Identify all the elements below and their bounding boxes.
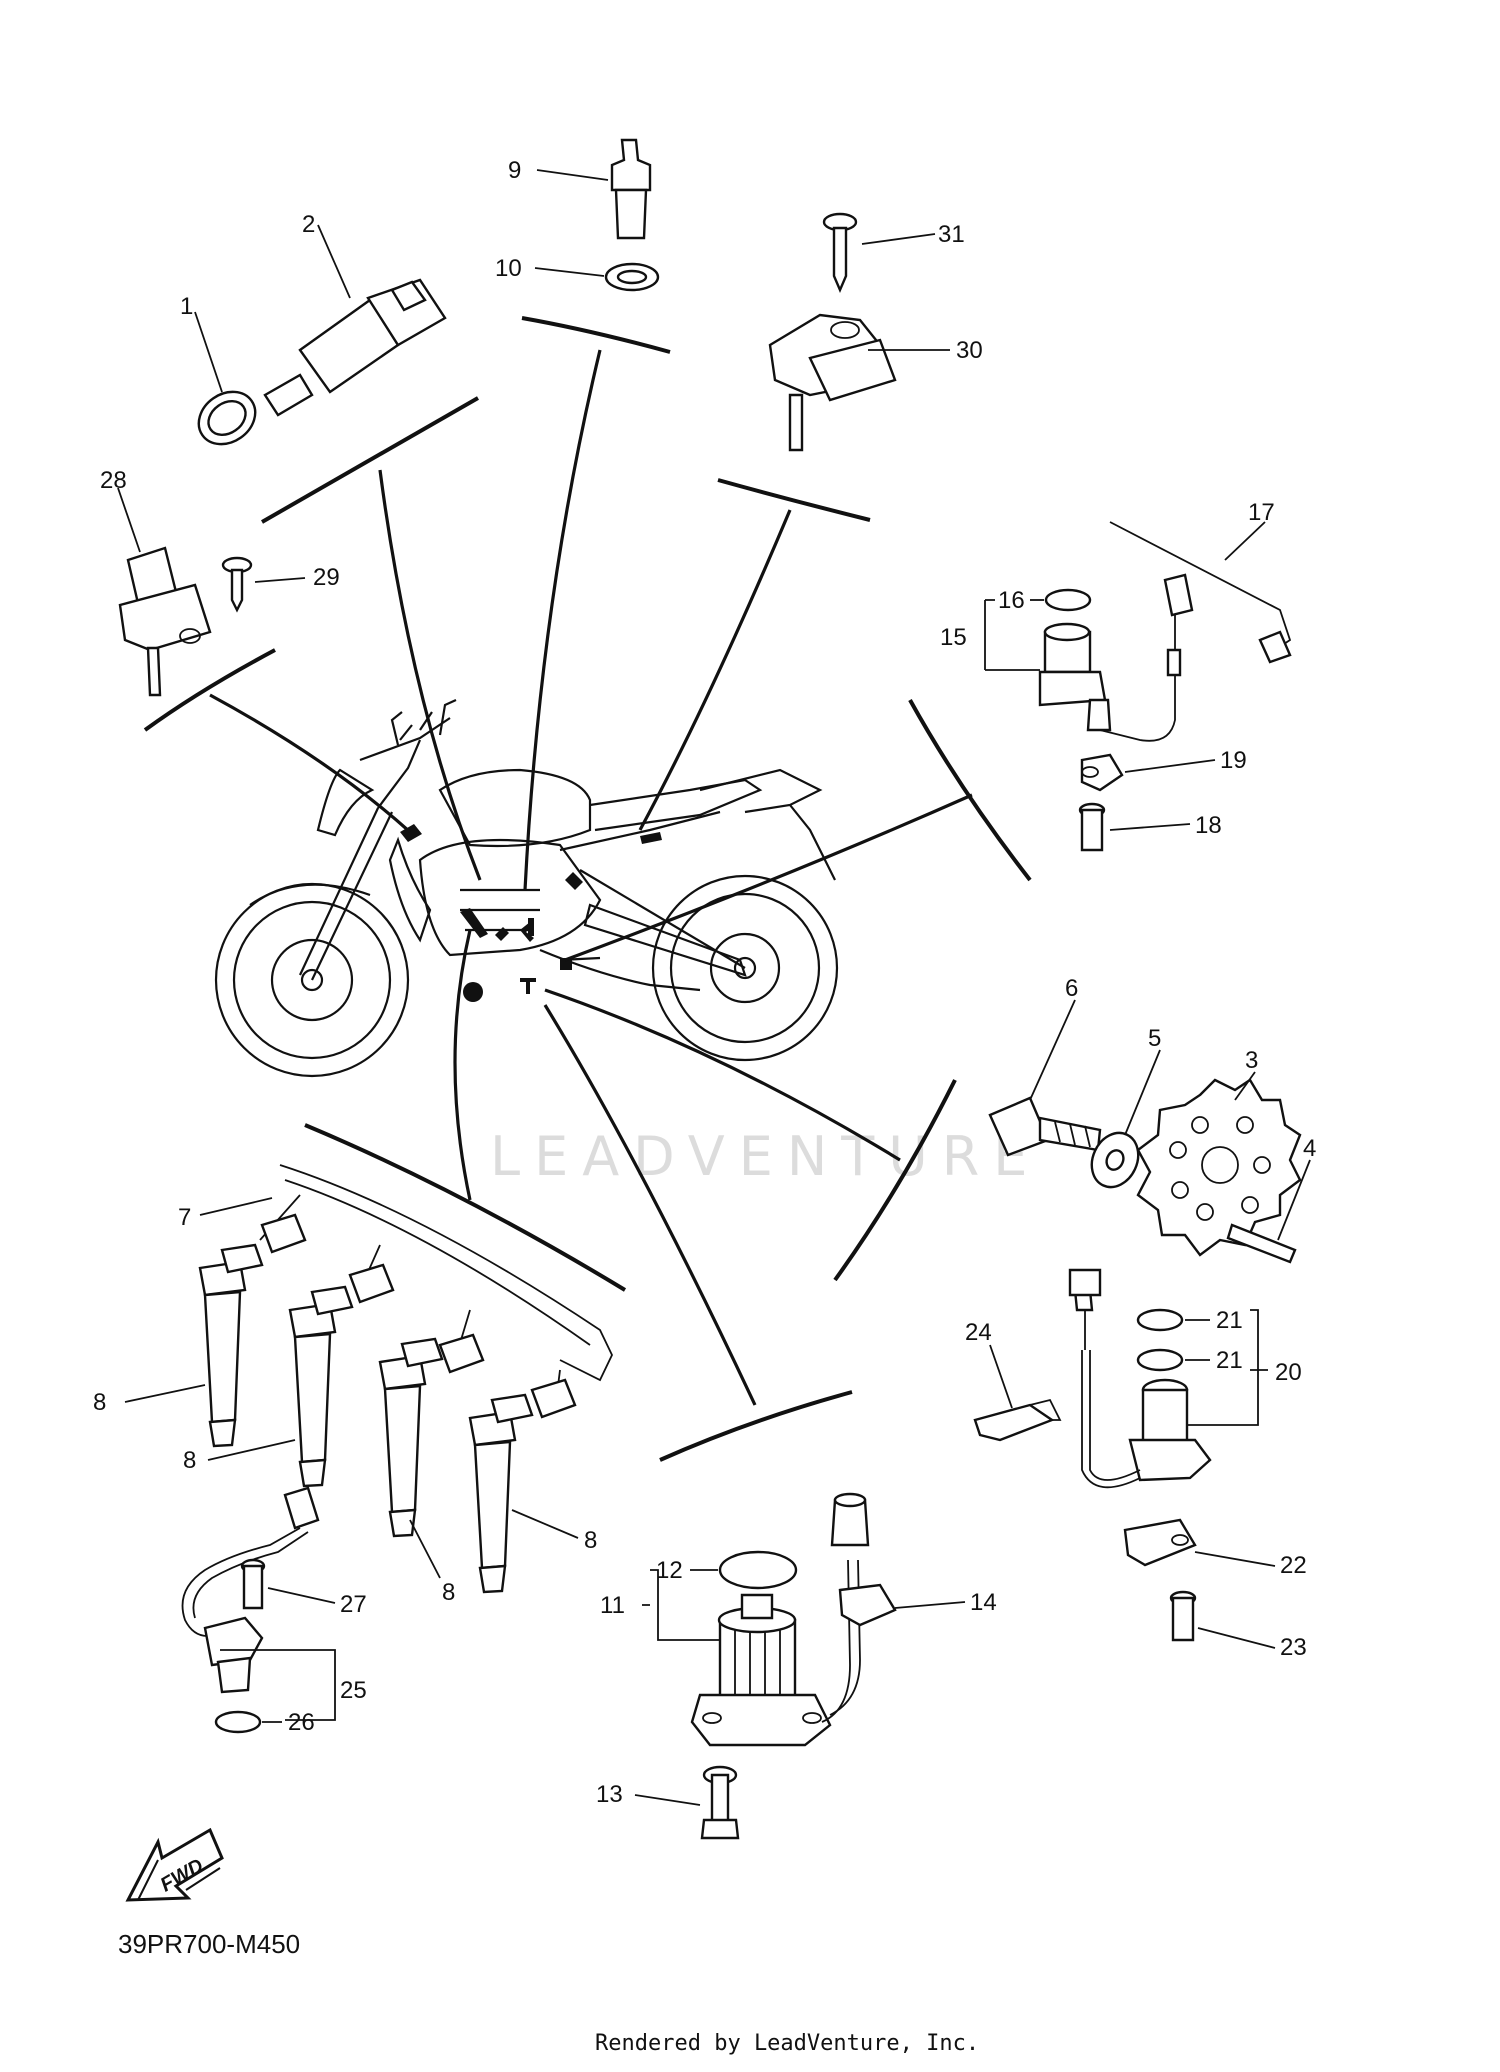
diagram-part-code: 39PR700-M450 bbox=[118, 1929, 300, 1959]
part-2-temperature-sensor: 2 bbox=[263, 211, 447, 417]
callout-4: 4 bbox=[1303, 1135, 1316, 1162]
callout-21a: 21 bbox=[1216, 1307, 1243, 1334]
callout-11: 11 bbox=[600, 1592, 625, 1619]
callout-8a: 8 bbox=[93, 1389, 106, 1416]
part-8-ignition-coil-2: 8 bbox=[183, 1285, 354, 1488]
footer-credit: Rendered by LeadVenture, Inc. bbox=[595, 2031, 979, 2056]
callout-31: 31 bbox=[938, 221, 965, 248]
group-brackets bbox=[143, 316, 1032, 1462]
part-1-washer: 1 bbox=[180, 293, 257, 446]
callout-20: 20 bbox=[1275, 1359, 1302, 1386]
callout-21b: 21 bbox=[1216, 1347, 1243, 1374]
part-28-sensor: 28 bbox=[100, 467, 212, 697]
part-15-sensor: 15 bbox=[940, 599, 1112, 732]
part-30-sensor: 30 bbox=[768, 313, 983, 452]
part-9-switch: 9 bbox=[508, 138, 652, 240]
callout-30: 30 bbox=[956, 337, 983, 364]
part-4-pin: 4 bbox=[1226, 1135, 1316, 1264]
part-20-sensor: 20 bbox=[1068, 1268, 1302, 1489]
part-25-sensor: 25 bbox=[181, 1486, 367, 1721]
callout-16: 16 bbox=[998, 587, 1025, 614]
part-6-bolt: 6 bbox=[988, 975, 1102, 1157]
callout-18: 18 bbox=[1195, 812, 1222, 839]
motorcycle-illustration bbox=[214, 698, 839, 1078]
part-8-ignition-coil-1: 8 bbox=[93, 1243, 264, 1448]
part-23-bolt: 23 bbox=[1169, 1590, 1307, 1661]
callout-8d: 8 bbox=[584, 1527, 597, 1554]
part-5-washer: 5 bbox=[1090, 1025, 1161, 1189]
part-22-clamp: 22 bbox=[1123, 1518, 1307, 1579]
callout-19: 19 bbox=[1220, 747, 1247, 774]
part-18-bolt: 18 bbox=[1078, 802, 1222, 852]
part-21-o-ring-lower: 21 bbox=[1136, 1347, 1243, 1374]
callout-27: 27 bbox=[340, 1591, 367, 1618]
part-12-o-ring: 12 bbox=[656, 1550, 798, 1590]
fwd-arrow-icon: FWD bbox=[125, 1827, 224, 1902]
part-19-clamp: 19 bbox=[1080, 747, 1247, 792]
callout-12: 12 bbox=[656, 1557, 683, 1584]
part-21-o-ring-upper: 21 bbox=[1136, 1307, 1243, 1334]
location-markers bbox=[400, 824, 662, 1002]
callout-13: 13 bbox=[596, 1781, 623, 1808]
callout-3: 3 bbox=[1245, 1047, 1258, 1074]
part-10-washer: 10 bbox=[495, 255, 660, 292]
callout-1: 1 bbox=[180, 293, 193, 320]
callout-6: 6 bbox=[1065, 975, 1078, 1002]
part-26-o-ring: 26 bbox=[214, 1709, 315, 1736]
callout-26: 26 bbox=[288, 1709, 315, 1736]
part-14-clamp: 14 bbox=[838, 1583, 997, 1627]
callout-29: 29 bbox=[313, 564, 340, 591]
callout-24: 24 bbox=[965, 1319, 992, 1346]
part-13-bolt: 13 bbox=[596, 1765, 740, 1840]
part-16-o-ring: 16 bbox=[998, 587, 1092, 614]
watermark: LEADVENTURE bbox=[490, 1125, 1041, 1188]
callout-25: 25 bbox=[340, 1677, 367, 1704]
callout-8c: 8 bbox=[442, 1579, 455, 1606]
part-29-screw: 29 bbox=[221, 556, 340, 613]
callout-2: 2 bbox=[302, 211, 315, 238]
leader-lines bbox=[209, 349, 973, 1406]
part-11-gear-motor: 11 bbox=[600, 1492, 870, 1747]
callout-9: 9 bbox=[508, 157, 521, 184]
callout-10: 10 bbox=[495, 255, 522, 282]
part-31-screw: 31 bbox=[822, 212, 965, 294]
callout-22: 22 bbox=[1280, 1552, 1307, 1579]
part-7-harness: 7 bbox=[178, 1164, 613, 1419]
callout-15: 15 bbox=[940, 624, 967, 651]
part-27-bolt: 27 bbox=[240, 1558, 367, 1618]
part-24-bracket: 24 bbox=[965, 1319, 1062, 1442]
callout-14: 14 bbox=[970, 1589, 997, 1616]
callout-23: 23 bbox=[1280, 1634, 1307, 1661]
callout-8b: 8 bbox=[183, 1447, 196, 1474]
callout-17: 17 bbox=[1248, 499, 1275, 526]
callout-5: 5 bbox=[1148, 1025, 1161, 1052]
callout-28: 28 bbox=[100, 467, 127, 494]
callout-7: 7 bbox=[178, 1204, 191, 1231]
part-8-ignition-coil-4: 8 bbox=[468, 1393, 597, 1594]
part-3-sprocket-gear: 3 bbox=[1136, 1047, 1302, 1257]
part-17-lead-wire: 17 bbox=[1099, 499, 1292, 742]
part-8-ignition-coil-3: 8 bbox=[378, 1337, 455, 1606]
